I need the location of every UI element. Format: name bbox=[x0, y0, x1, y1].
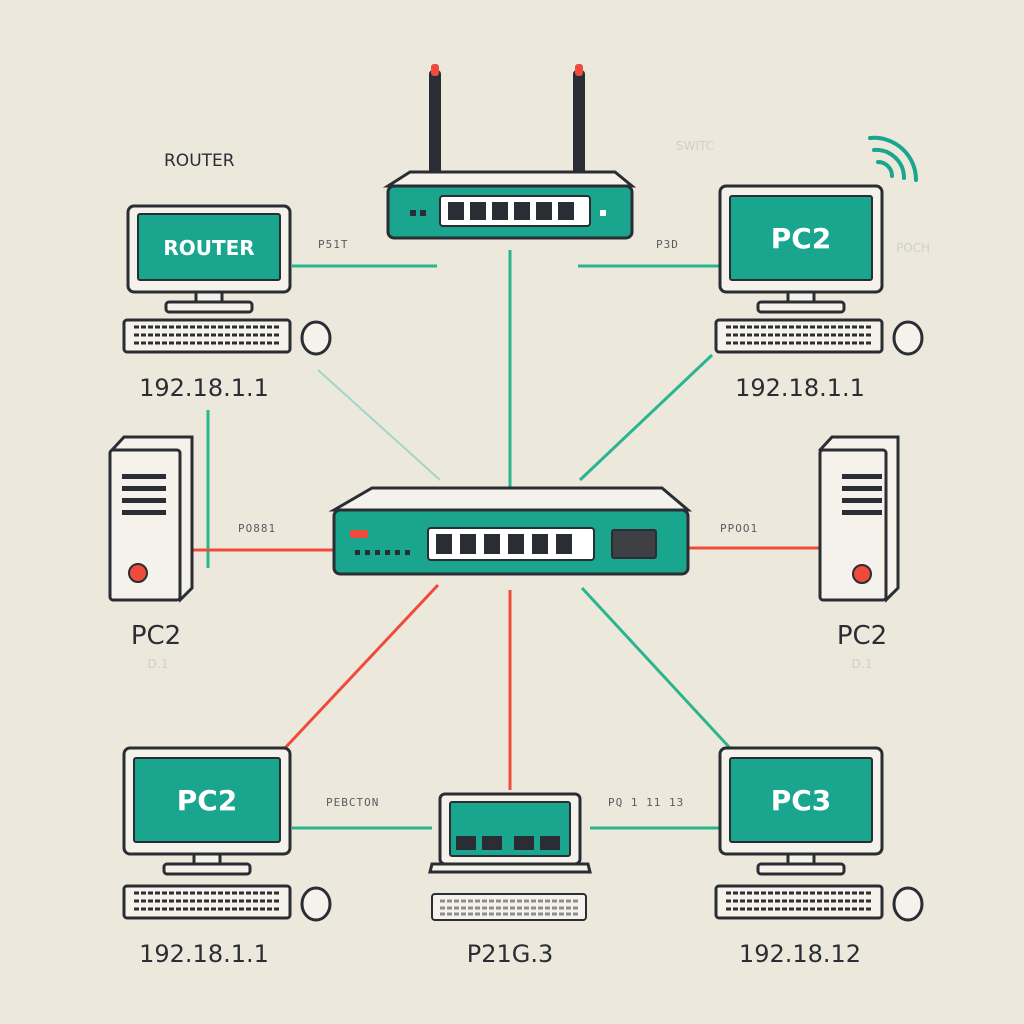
desktop-icon-top-right bbox=[714, 184, 924, 356]
link-topright-switch bbox=[578, 353, 714, 482]
ip-bottom-left: 192.18.1.1 bbox=[139, 940, 269, 968]
ip-top-left: 192.18.1.1 bbox=[139, 374, 269, 402]
screen-label-bottom-right: PC3 bbox=[771, 784, 832, 817]
tower-left-sublabel: D.1 bbox=[148, 657, 169, 671]
port-label-bottom-left: PEBCTON bbox=[326, 796, 379, 809]
laptop-icon bbox=[428, 792, 592, 921]
router-top-label: ROUTER bbox=[164, 151, 235, 171]
link-topleft-switch bbox=[317, 369, 441, 481]
tower-left-label: PC2 bbox=[131, 621, 181, 651]
wifi-icon bbox=[868, 135, 919, 182]
ip-bottom-center: P21G.3 bbox=[467, 940, 554, 968]
tower-pc-icon-left bbox=[108, 435, 194, 603]
top-ghost-label: SWITC bbox=[676, 139, 714, 153]
port-label-top-left: P51T bbox=[318, 238, 349, 251]
desktop-icon-top-left bbox=[122, 204, 332, 356]
port-label-mid-left: PO881 bbox=[238, 522, 276, 535]
ip-bottom-right: 192.18.12 bbox=[739, 940, 861, 968]
port-label-top-right: P3D bbox=[656, 238, 679, 251]
link-switch-bottomright bbox=[580, 586, 732, 750]
link-switch-bottomleft bbox=[283, 583, 440, 750]
tower-pc-icon-right bbox=[818, 435, 900, 603]
port-label-bottom-right: PQ 1 11 13 bbox=[608, 796, 684, 809]
switch-icon bbox=[328, 486, 693, 576]
screen-label-top-left: ROUTER bbox=[163, 236, 254, 260]
screen-label-top-right: PC2 bbox=[771, 222, 832, 255]
tower-right-sublabel: D.1 bbox=[852, 657, 873, 671]
screen-label-bottom-left: PC2 bbox=[177, 784, 238, 817]
connection-lines bbox=[193, 250, 820, 830]
desktop-icon-bottom-left bbox=[122, 746, 332, 922]
tower-right-label: PC2 bbox=[837, 621, 887, 651]
right-ghost-label: POCH bbox=[896, 241, 930, 255]
port-label-mid-right: PPOO1 bbox=[720, 522, 758, 535]
desktop-icon-bottom-right bbox=[714, 746, 924, 922]
router-icon bbox=[382, 64, 637, 240]
ip-top-right: 192.18.1.1 bbox=[735, 374, 865, 402]
